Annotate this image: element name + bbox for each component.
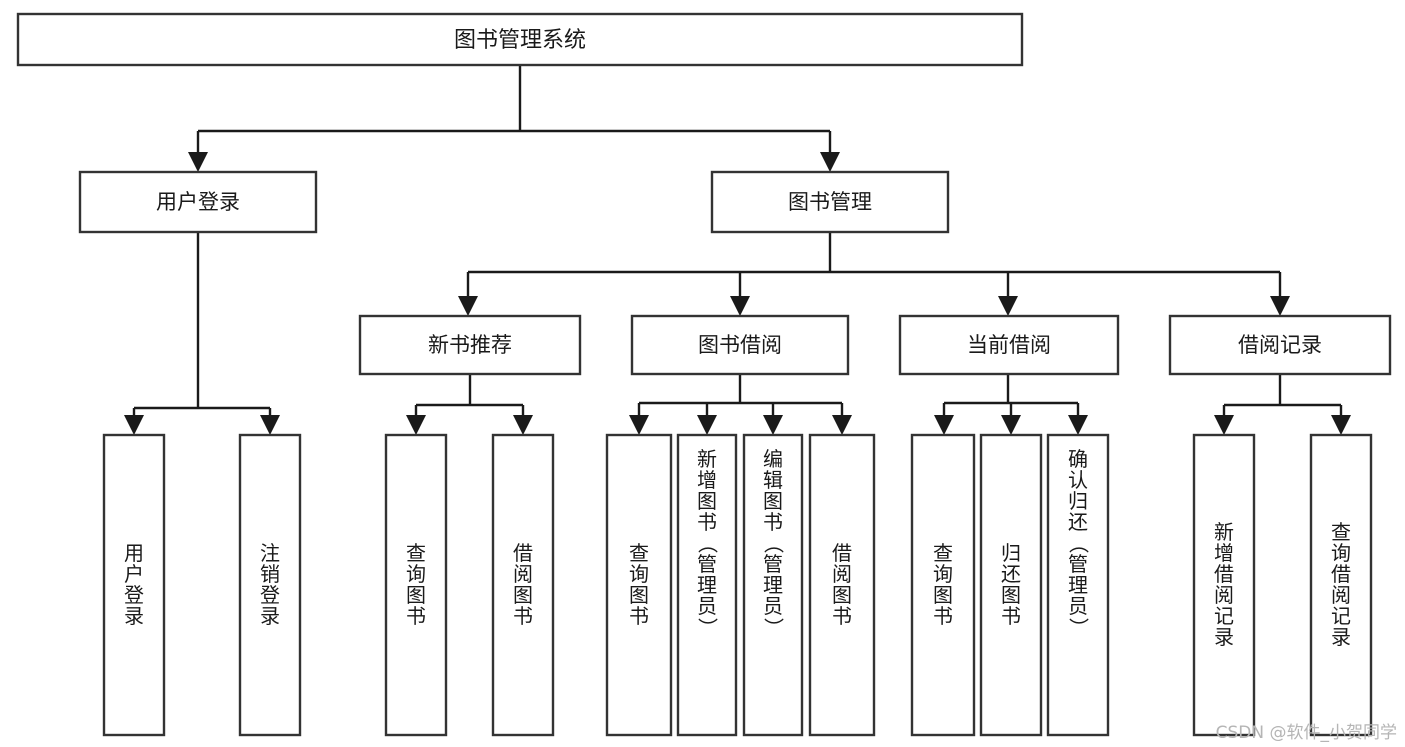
node-leaf-query-book-cb[interactable] [910, 433, 976, 737]
arrowhead-user-login [188, 152, 208, 172]
arrowhead-bb-leaf4 [832, 415, 852, 435]
arrowhead-br-leaf2 [1331, 415, 1351, 435]
node-new-book-recommend[interactable] [358, 314, 582, 376]
arrowhead-book-manage [820, 152, 840, 172]
arrowhead-ul-leaf1 [124, 415, 144, 435]
arrowhead-br-leaf1 [1214, 415, 1234, 435]
node-borrow-record[interactable] [1168, 314, 1392, 376]
node-leaf-add-book-admin[interactable] [676, 433, 738, 737]
arrowhead-ul-leaf2 [260, 415, 280, 435]
node-book-manage[interactable] [710, 170, 950, 234]
node-root-label: 图书管理系统 [454, 28, 586, 53]
node-leaf-borrow-book-nb[interactable] [491, 433, 555, 737]
node-leaf-query-borrow-record[interactable] [1309, 433, 1373, 737]
node-book-borrow[interactable] [630, 314, 850, 376]
node-user-login[interactable] [78, 170, 318, 234]
node-current-borrow-label: 当前借阅 [967, 333, 1051, 357]
node-new-book-recommend-label: 新书推荐 [428, 333, 512, 357]
connectors-layer [124, 65, 1351, 435]
node-leaf-query-book-bb[interactable] [605, 433, 673, 737]
arrowhead-l2-current-borrow [998, 296, 1018, 316]
node-leaf-logout[interactable] [238, 433, 302, 737]
node-root[interactable] [16, 12, 1024, 67]
node-leaf-return-book[interactable] [979, 433, 1043, 737]
arrowhead-bb-leaf3 [763, 415, 783, 435]
arrowhead-bb-leaf1 [629, 415, 649, 435]
arrowhead-nb-leaf1 [406, 415, 426, 435]
node-book-manage-label: 图书管理 [788, 190, 872, 214]
node-book-borrow-label: 图书借阅 [698, 333, 782, 357]
node-user-login-label: 用户登录 [156, 190, 240, 214]
arrowhead-bb-leaf2 [697, 415, 717, 435]
arrowhead-cb-leaf3 [1068, 415, 1088, 435]
node-leaf-add-borrow-record[interactable] [1192, 433, 1256, 737]
node-leaf-user-login[interactable] [102, 433, 166, 737]
node-current-borrow[interactable] [898, 314, 1120, 376]
node-leaf-confirm-return-admin[interactable] [1046, 433, 1110, 737]
arrowhead-cb-leaf2 [1001, 415, 1021, 435]
node-borrow-record-label: 借阅记录 [1238, 333, 1322, 357]
arrowhead-nb-leaf2 [513, 415, 533, 435]
arrowhead-cb-leaf1 [934, 415, 954, 435]
node-leaf-borrow-book-bb[interactable] [808, 433, 876, 737]
nodes-layer: 图书管理系统 用户登录 图书管理 新书推荐 图书借阅 当前借阅 借阅记录 [16, 12, 1392, 737]
node-leaf-query-book-nb[interactable] [384, 433, 448, 737]
node-leaf-edit-book-admin[interactable] [742, 433, 804, 737]
arrowhead-l2-new-book [458, 296, 478, 316]
arrowhead-l2-borrow-record [1270, 296, 1290, 316]
arrowhead-l2-book-borrow [730, 296, 750, 316]
